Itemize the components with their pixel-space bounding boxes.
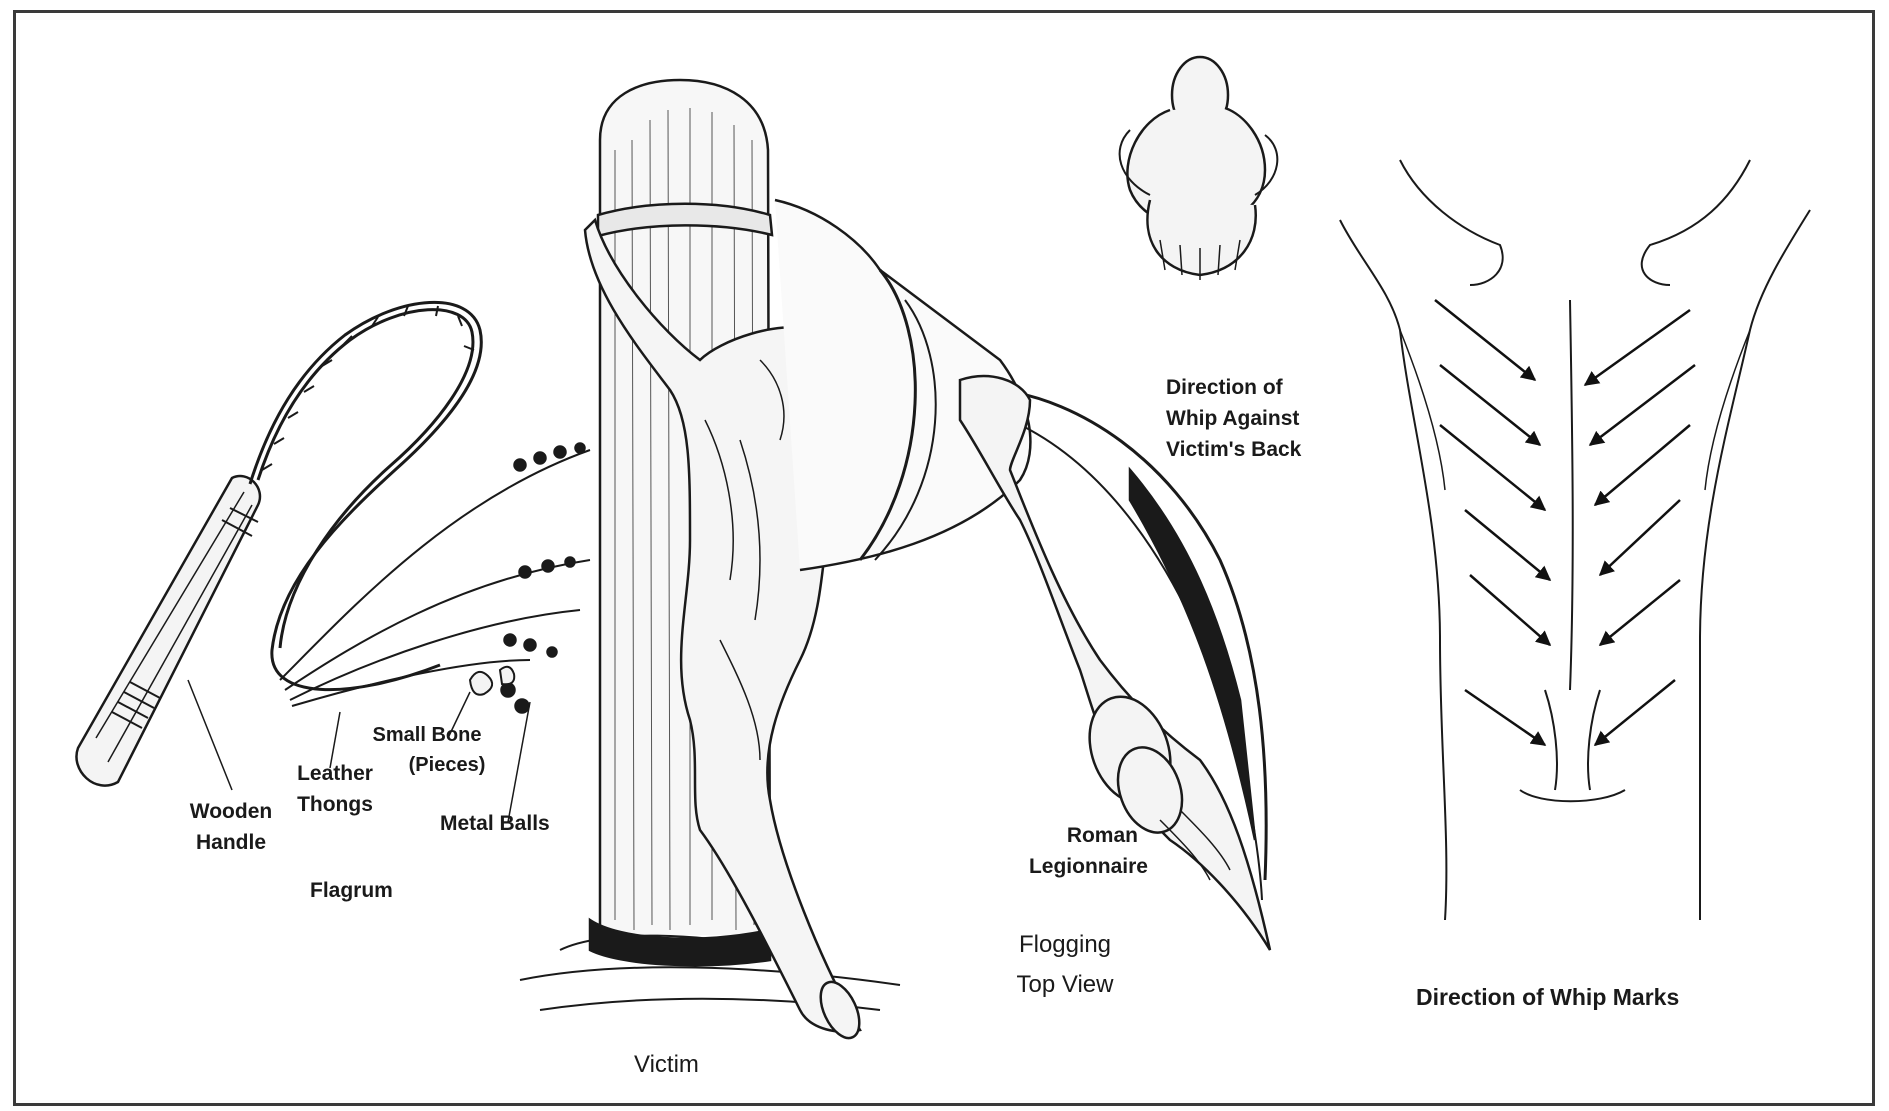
label-line: Wooden (186, 796, 276, 827)
whip-mark-arrow (1465, 690, 1545, 745)
label-line: Small Bone (362, 720, 492, 750)
label-line: (Pieces) (362, 750, 492, 780)
label-direction-of-whip-marks: Direction of Whip Marks (1416, 977, 1679, 1017)
label-victim: Victim (634, 1045, 699, 1085)
label-small-bone: Small Bone (Pieces) (362, 720, 492, 780)
whip-mark-arrow (1595, 680, 1675, 745)
label-line: Victim's Back (1166, 434, 1301, 465)
braided-thong-drawing (250, 302, 481, 689)
label-wooden-handle: Wooden Handle (186, 796, 276, 858)
flagrum-drawing (76, 302, 590, 822)
wooden-handle-drawing (76, 476, 259, 786)
label-flogging-top-view: Flogging Top View (1002, 925, 1128, 1005)
whip-mark-arrows (1435, 300, 1695, 745)
whip-mark-arrow (1585, 310, 1690, 385)
label-line: Flogging (1002, 925, 1128, 965)
label-line: Thongs (292, 789, 378, 820)
whip-mark-arrow (1435, 300, 1535, 380)
label-line: Roman (1008, 820, 1148, 851)
label-line: Legionnaire (1008, 851, 1148, 882)
label-roman-legionnaire: Roman Legionnaire (1008, 820, 1148, 882)
whip-mark-arrow (1600, 500, 1680, 575)
top-view-figure-drawing (1120, 57, 1278, 280)
label-line: Whip Against (1166, 403, 1301, 434)
whip-mark-arrow (1600, 580, 1680, 645)
whip-mark-arrow (1440, 365, 1540, 445)
whip-mark-arrow (1465, 510, 1550, 580)
label-line: Handle (186, 827, 276, 858)
whip-mark-arrow (1470, 575, 1550, 645)
label-metal-balls: Metal Balls (440, 808, 550, 839)
label-flagrum: Flagrum (310, 875, 393, 906)
label-direction-against-back: Direction of Whip Against Victim's Back (1166, 372, 1301, 465)
label-line: Direction of (1166, 372, 1301, 403)
back-torso-drawing (1340, 160, 1810, 920)
whip-mark-arrow (1595, 425, 1690, 505)
label-line: Top View (1002, 965, 1128, 1005)
